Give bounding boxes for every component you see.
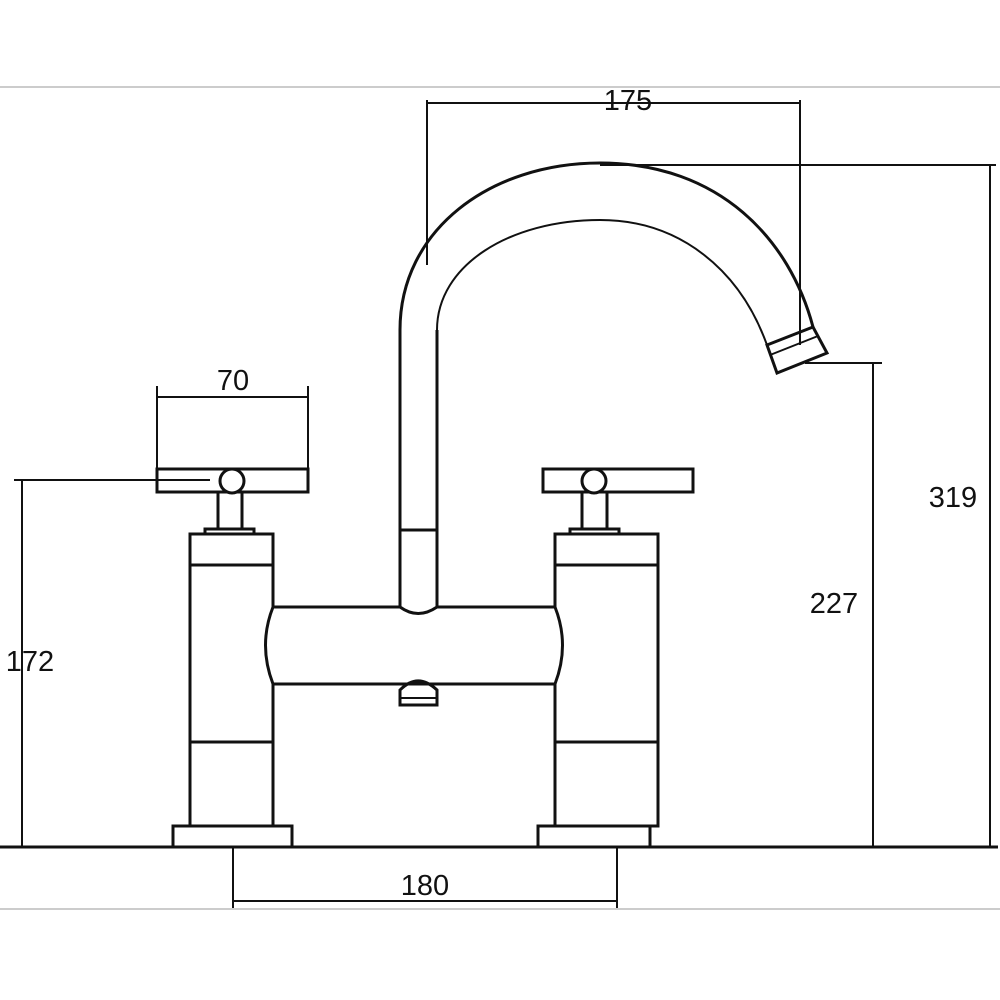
dimension-outlet-height: 227 <box>805 362 882 847</box>
dimension-label-227: 227 <box>810 588 858 620</box>
dimension-handle-width: 70 <box>156 365 309 468</box>
dimension-label-172: 172 <box>6 646 54 678</box>
swan-neck-spout <box>398 161 830 607</box>
tap-body <box>264 605 564 707</box>
dimension-tap-centres: 180 <box>232 847 618 908</box>
dimension-label-175: 175 <box>604 85 652 117</box>
dimension-label-180: 180 <box>401 870 449 902</box>
dimension-handle-height: 172 <box>6 479 210 847</box>
dimension-label-319: 319 <box>929 482 977 514</box>
dimension-overall-height: 319 <box>600 164 996 847</box>
dimension-spout-reach: 175 <box>426 85 801 345</box>
dimension-label-70: 70 <box>217 365 249 397</box>
